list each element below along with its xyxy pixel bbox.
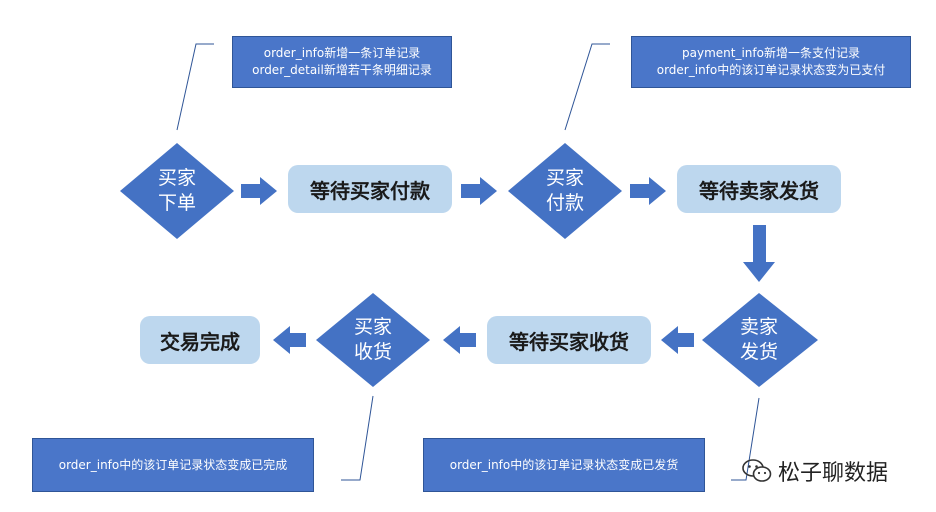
label-line: 下单 [157, 192, 196, 214]
note-line: order_info新增一条订单记录 [263, 46, 421, 60]
label-buyer-place-order: 买家 下单 [137, 163, 217, 219]
note-line: order_info中的该订单记录状态变成已发货 [449, 457, 679, 472]
box-transaction-complete [140, 316, 260, 364]
arrow-down [743, 225, 775, 282]
note-line: order_info中的该订单记录状态变为已支付 [656, 63, 886, 77]
label-line: 等待买家付款 [310, 178, 430, 203]
label-line: 付款 [545, 192, 584, 214]
box-await-buyer-payment [288, 165, 452, 213]
note-line: order_detail新增若干条明细记录 [252, 63, 432, 77]
callout-line-shipped [731, 397, 760, 481]
label-line: 卖家 [739, 316, 778, 338]
arrow-left-3 [273, 326, 306, 354]
label-await-buyer-receive: 等待买家收货 [487, 316, 651, 364]
note-shipped: order_info中的该订单记录状态变成已发货 [423, 438, 705, 492]
callout-line-place-order [176, 43, 214, 131]
arrow-right-3 [630, 177, 666, 205]
box-await-buyer-receive [487, 316, 651, 364]
note-line: payment_info新增一条支付记录 [682, 46, 860, 60]
arrow-left-2 [443, 326, 476, 354]
diamond-buyer-place-order [120, 143, 234, 239]
label-line: 收货 [353, 341, 392, 363]
label-seller-ship: 卖家 发货 [719, 312, 799, 368]
label-line: 发货 [739, 341, 778, 363]
watermark: 松子聊数据 [742, 454, 888, 488]
arrow-left-1 [661, 326, 694, 354]
label-transaction-complete: 交易完成 [140, 316, 260, 364]
label-buyer-pay: 买家 付款 [525, 163, 605, 219]
note-payment: payment_info新增一条支付记录 order_info中的该订单记录状态… [631, 36, 911, 88]
wechat-icon [742, 459, 772, 482]
diamond-buyer-pay [508, 143, 622, 239]
label-await-seller-ship: 等待卖家发货 [677, 165, 841, 213]
label-line: 买家 [353, 316, 392, 338]
label-line: 买家 [157, 167, 196, 189]
callout-line-payment [564, 43, 610, 131]
note-line: order_info中的该订单记录状态变成已完成 [58, 457, 288, 472]
label-line: 买家 [545, 167, 584, 189]
arrow-right-1 [241, 177, 277, 205]
callout-line-complete [341, 395, 374, 481]
diamond-buyer-receive [316, 293, 430, 387]
box-await-seller-ship [677, 165, 841, 213]
note-complete: order_info中的该订单记录状态变成已完成 [32, 438, 314, 492]
diamond-seller-ship [702, 293, 818, 387]
label-line: 等待买家收货 [509, 329, 629, 354]
label-buyer-receive: 买家 收货 [333, 312, 413, 368]
note-place-order: order_info新增一条订单记录 order_detail新增若干条明细记录 [232, 36, 452, 88]
label-line: 交易完成 [160, 329, 240, 354]
label-line: 等待卖家发货 [699, 178, 819, 203]
label-await-buyer-payment: 等待买家付款 [288, 165, 452, 213]
arrow-right-2 [461, 177, 497, 205]
watermark-text: 松子聊数据 [778, 461, 889, 486]
